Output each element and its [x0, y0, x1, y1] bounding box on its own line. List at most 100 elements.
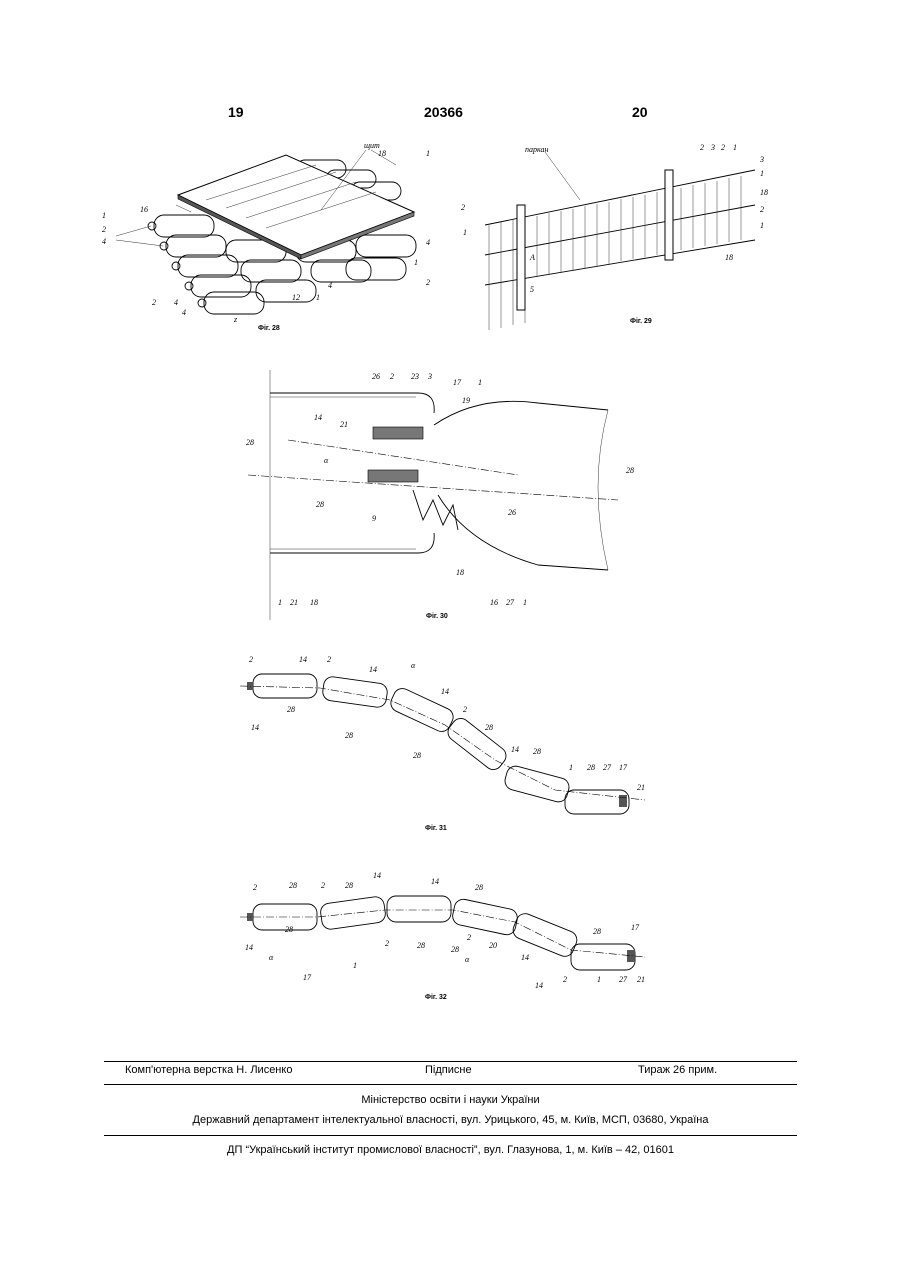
- fig31-label: 14: [369, 665, 377, 674]
- fig32-label: 1: [597, 975, 601, 984]
- fig32-label: 28: [417, 941, 425, 950]
- fig29-label: 1: [733, 143, 737, 152]
- fig29-label: 5: [530, 285, 534, 294]
- fig29-label: 2: [461, 203, 465, 212]
- figure-29-drawing: паркан 2 3 2 1 3 1 18 2 1 2 1 A 5 18: [455, 140, 770, 345]
- fig31-label: 28: [413, 751, 421, 760]
- fig29-label: 3: [759, 155, 764, 164]
- fig31-label: 2: [327, 655, 331, 664]
- fig30-label: 2: [390, 372, 394, 381]
- fig28-label: z: [233, 315, 238, 324]
- fig28-panel: [178, 155, 414, 255]
- fig30-label: 21: [290, 598, 298, 607]
- footer-circulation: Тираж 26 прим.: [638, 1064, 717, 1076]
- footer-rule-top: [104, 1061, 797, 1062]
- fig29-label: 2: [721, 143, 725, 152]
- fig31-label: 27: [603, 763, 612, 772]
- fig29-caption: Фіг. 29: [630, 318, 652, 325]
- fig29-label: 1: [760, 221, 764, 230]
- footer-publisher: ДП “Український інститут промислової вла…: [0, 1144, 901, 1156]
- fig32-label: 2: [385, 939, 389, 948]
- fig30-label: 14: [314, 413, 322, 422]
- fig30-caption: Фіг. 30: [426, 613, 448, 620]
- fig30-label: 26: [372, 372, 380, 381]
- fig31-label: 1: [569, 763, 573, 772]
- fig30-label: 1: [478, 378, 482, 387]
- footer-rule-middle: [104, 1084, 797, 1085]
- fig32-label: 2: [563, 975, 567, 984]
- fig29-label: A: [529, 253, 535, 262]
- fig28-label: 16: [140, 205, 148, 214]
- fig31-label: 28: [587, 763, 595, 772]
- figure-28: щит 18 1 1 16 2 4 4 1 2 4 2 4 1 2 1 z 4 …: [96, 140, 441, 345]
- fig32-label: 14: [535, 981, 543, 990]
- fig30-label: 27: [506, 598, 515, 607]
- fig30-label: 18: [310, 598, 318, 607]
- fig30-label: α: [324, 456, 329, 465]
- fig30-label: 23: [411, 372, 419, 381]
- footer-ministry: Міністерство освіти і науки України: [0, 1094, 901, 1106]
- fig32-label: 28: [285, 925, 293, 934]
- footer-rule-bottom: [104, 1135, 797, 1136]
- fig30-label: 28: [626, 466, 634, 475]
- fig32-label: 17: [303, 973, 312, 982]
- fig30-label: 9: [372, 514, 376, 523]
- fig29-post-left: [517, 205, 525, 310]
- page-number-left: 19: [228, 104, 244, 120]
- fig30-label: 1: [523, 598, 527, 607]
- fig30-label: 28: [316, 500, 324, 509]
- fig28-label: 18: [378, 149, 386, 158]
- fig32-label: 2: [253, 883, 257, 892]
- fig32-label: 14: [431, 877, 439, 886]
- fig31-label: 14: [299, 655, 307, 664]
- figure-31: 2 14 2 14 α 14 28 28 28 2 28 14 28 1 28 …: [235, 650, 655, 840]
- fig32-label: 1: [353, 961, 357, 970]
- fig31-label: 28: [533, 747, 541, 756]
- fig30-label: 28: [246, 438, 254, 447]
- fig28-label: 4: [328, 281, 332, 290]
- figure-31-drawing: 2 14 2 14 α 14 28 28 28 2 28 14 28 1 28 …: [235, 650, 655, 840]
- fig28-label: 4: [174, 298, 178, 307]
- fig32-label: 27: [619, 975, 628, 984]
- fig30-label: 1: [278, 598, 282, 607]
- fig31-label: 2: [249, 655, 253, 664]
- fig31-label: 14: [251, 723, 259, 732]
- fig28-label: 4: [102, 237, 106, 246]
- fig32-label: 28: [345, 881, 353, 890]
- fig29-label: паркан: [525, 145, 549, 154]
- fig29-label: 1: [760, 169, 764, 178]
- fig32-caption: Фіг. 32: [425, 994, 447, 1001]
- figure-32: 2 28 2 28 14 14 14 28 28 α 17 1 2 28 2 2…: [235, 870, 655, 1015]
- fig28-label: 4: [426, 238, 430, 247]
- fig28-caption: Фіг. 28: [258, 325, 280, 332]
- fig30-label: 21: [340, 420, 348, 429]
- fig32-label: 20: [489, 941, 497, 950]
- fig31-label: α: [411, 661, 416, 670]
- fig28-label: 1: [426, 149, 430, 158]
- figure-30: 26 2 23 3 17 1 19 14 21 28 α 28 26 28 9 …: [238, 365, 638, 630]
- fig32-label: α: [269, 953, 274, 962]
- fig28-label: 2: [426, 278, 430, 287]
- fig28-label: 1: [102, 211, 106, 220]
- fig31-label: 28: [485, 723, 493, 732]
- fig32-label: α: [465, 955, 470, 964]
- fig29-pickets: [489, 176, 741, 330]
- footer-signed: Підписне: [425, 1064, 472, 1076]
- fig32-label: 28: [289, 881, 297, 890]
- fig29-post-right: [665, 170, 673, 260]
- fig31-label: 2: [463, 705, 467, 714]
- fig30-label: 19: [462, 396, 470, 405]
- figure-29: паркан 2 3 2 1 3 1 18 2 1 2 1 A 5 18 Фіг…: [455, 140, 770, 345]
- figure-28-drawing: щит 18 1 1 16 2 4 4 1 2 4 2 4 1 2 1 z 4: [96, 140, 441, 345]
- fig28-label: 2: [102, 225, 106, 234]
- fig32-label: 28: [475, 883, 483, 892]
- fig28-label: 2: [152, 298, 156, 307]
- fig29-label: 2: [760, 205, 764, 214]
- fig29-label: 18: [760, 188, 768, 197]
- fig31-label: 28: [287, 705, 295, 714]
- fig29-label: 1: [463, 228, 467, 237]
- fig31-label: 21: [637, 783, 645, 792]
- fig31-label: 14: [441, 687, 449, 696]
- figure-30-drawing: 26 2 23 3 17 1 19 14 21 28 α 28 26 28 9 …: [238, 365, 638, 630]
- fig28-label: 4: [182, 308, 186, 317]
